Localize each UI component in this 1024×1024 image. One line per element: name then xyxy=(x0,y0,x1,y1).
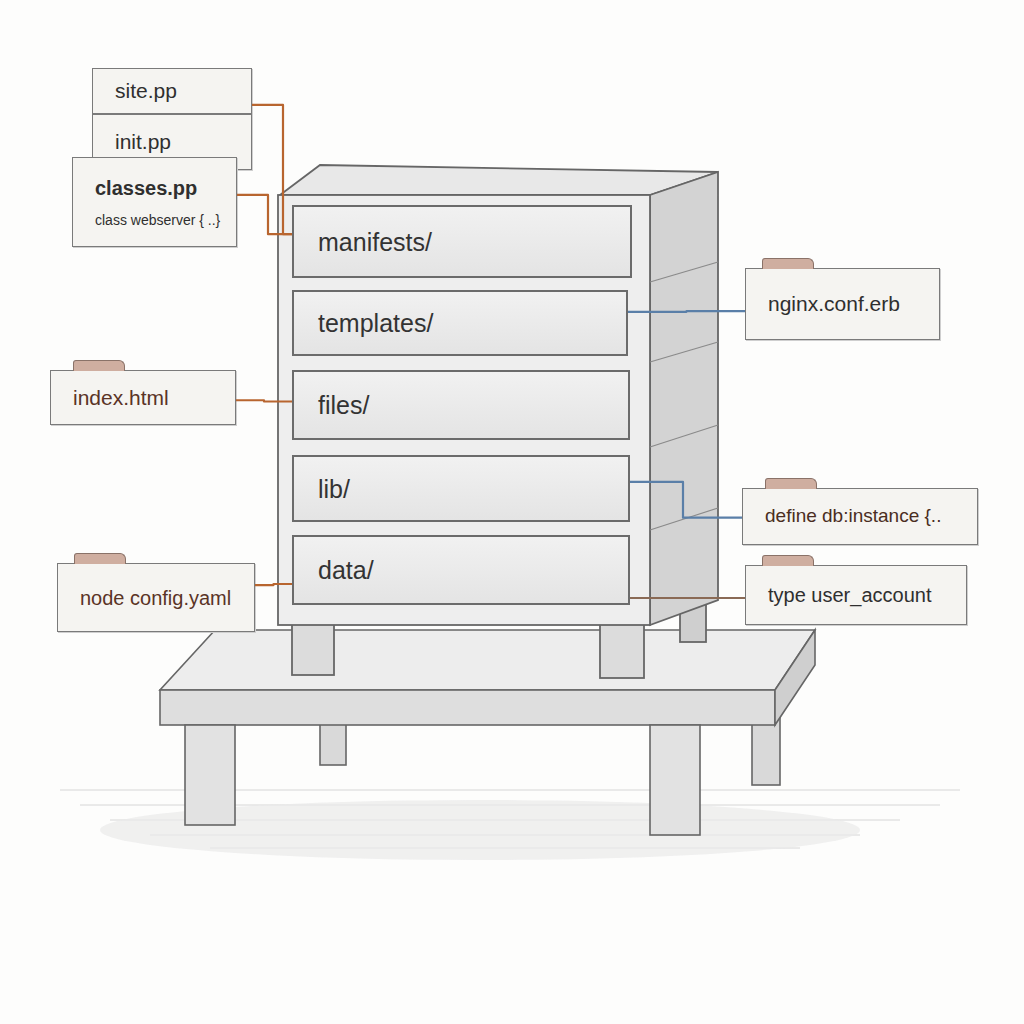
file-card: type user_account xyxy=(745,565,967,625)
folder-tab xyxy=(73,360,125,371)
leader-connector xyxy=(255,584,292,585)
file-card: node config.yaml xyxy=(57,563,255,632)
folder-name: lib/ xyxy=(318,474,616,504)
table xyxy=(160,630,815,835)
drawer-box: manifests/ xyxy=(292,205,632,278)
connector-line xyxy=(236,400,292,401)
drawer-box: templates/ xyxy=(292,290,628,356)
folder-name: manifests/ xyxy=(318,227,618,257)
leader-connector xyxy=(628,311,745,313)
file-card: define db:instance {.. xyxy=(742,488,978,545)
file-name: type user_account xyxy=(768,583,956,607)
file-name: init.pp xyxy=(115,129,241,154)
file-name: node config.yaml xyxy=(80,586,244,610)
file-name: define db:instance {.. xyxy=(765,505,967,528)
folder-name: templates/ xyxy=(318,308,614,338)
leader-connector xyxy=(236,400,292,401)
drawer-box: files/ xyxy=(292,370,630,440)
connector-line xyxy=(630,597,745,599)
leader-connector xyxy=(630,482,742,518)
folder-tab xyxy=(762,258,814,269)
connector-line xyxy=(252,105,292,234)
file-name: site.pp xyxy=(115,78,241,103)
side-panel-lines xyxy=(650,262,718,530)
connector-line xyxy=(628,310,745,313)
connector-line xyxy=(630,482,742,518)
leader-connector xyxy=(252,105,292,234)
folder-tab xyxy=(765,478,817,489)
file-name: index.html xyxy=(73,385,225,410)
drawer-box: lib/ xyxy=(292,455,630,522)
file-name: nginx.conf.erb xyxy=(768,291,929,316)
code-snippet: class webserver { ..} xyxy=(95,212,226,229)
leader-connector xyxy=(237,195,292,234)
folder-tab xyxy=(762,555,814,566)
file-name: classes.pp xyxy=(95,176,226,200)
drawer-box: data/ xyxy=(292,535,630,605)
file-card: site.pp xyxy=(92,68,252,114)
leader-connector xyxy=(630,598,745,599)
connector-line xyxy=(237,195,292,234)
cabinet-body xyxy=(278,165,718,678)
file-card: index.html xyxy=(50,370,236,425)
folder-tab xyxy=(74,553,126,564)
folder-name: files/ xyxy=(318,390,616,420)
connector-line xyxy=(255,584,292,585)
file-card: nginx.conf.erb xyxy=(745,268,940,340)
file-card: classes.pp class webserver { ..} xyxy=(72,157,237,247)
folder-name: data/ xyxy=(318,555,616,585)
